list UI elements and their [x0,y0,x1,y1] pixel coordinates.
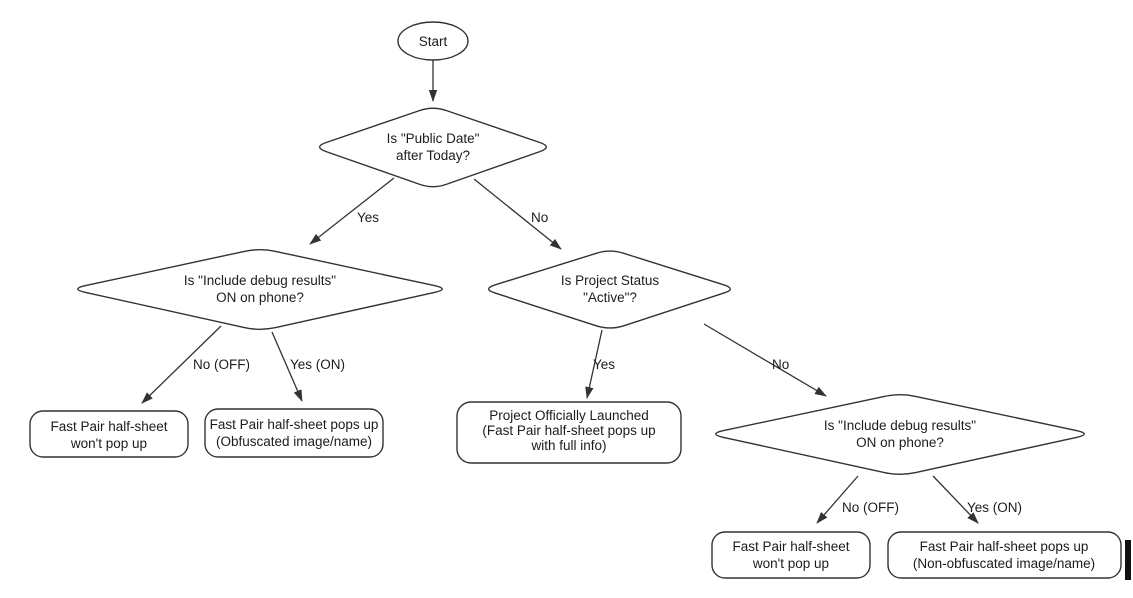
edge-yes-on-left [271,331,303,402]
edge-label-yes-top: Yes [357,210,379,225]
outcome-non-obfuscated [887,531,1122,579]
edge-label-no-off-left: No (OFF) [193,357,250,372]
outcome-no-popup-right-line2: won't pop up [752,556,829,571]
decision-public-date [318,107,548,188]
decision-project-status-line1: Is Project Status [561,273,660,288]
decision-public-date-line1: Is "Public Date" [387,131,480,146]
decision-debug-left [77,249,443,330]
decision-debug-right [715,394,1085,475]
decision-debug-left-line2: ON on phone? [216,290,304,305]
outcome-obfuscated-line2: (Obfuscated image/name) [216,434,372,449]
edge-label-no-off-right: No (OFF) [842,500,899,515]
edge-yes-mid [585,329,603,399]
outcome-no-popup-right-line1: Fast Pair half-sheet [732,539,849,554]
decision-debug-right-line1: Is "Include debug results" [824,418,976,433]
outcome-non-obfuscated-line1: Fast Pair half-sheet pops up [920,539,1089,554]
outcome-no-popup-left [29,410,189,458]
edge-label-no-mid: No [772,357,789,372]
outcome-launched-line1: Project Officially Launched [489,408,649,423]
outcome-launched-line2: (Fast Pair half-sheet pops up [482,423,655,438]
edge-no-off-left [141,325,222,404]
text-cursor-artifact [1125,540,1131,580]
outcome-obfuscated-line1: Fast Pair half-sheet pops up [210,417,379,432]
edge-yes-on-right [932,475,979,524]
outcome-no-popup-left-line2: won't pop up [70,436,147,451]
edge-no-off-right [816,475,859,524]
edge-no-top [473,178,562,250]
decision-public-date-line2: after Today? [396,148,470,163]
edge-no-mid [703,323,827,397]
decision-debug-right-line2: ON on phone? [856,435,944,450]
outcome-no-popup-right [711,531,871,579]
edge-label-no-top: No [531,210,548,225]
decision-project-status [487,250,732,329]
start-node-label: Start [419,34,448,49]
edge-label-yes-mid: Yes [593,357,615,372]
outcome-launched-line3: with full info) [530,438,606,453]
outcome-non-obfuscated-line2: (Non-obfuscated image/name) [913,556,1095,571]
edge-label-yes-on-left: Yes (ON) [290,357,345,372]
start-node [397,21,469,61]
outcome-obfuscated [204,408,384,458]
outcome-no-popup-left-line1: Fast Pair half-sheet [50,419,167,434]
outcome-launched [456,401,682,464]
edge-label-yes-on-right: Yes (ON) [967,500,1022,515]
decision-project-status-line2: "Active"? [583,290,637,305]
edge-yes-top [309,177,395,245]
decision-debug-left-line1: Is "Include debug results" [184,273,336,288]
